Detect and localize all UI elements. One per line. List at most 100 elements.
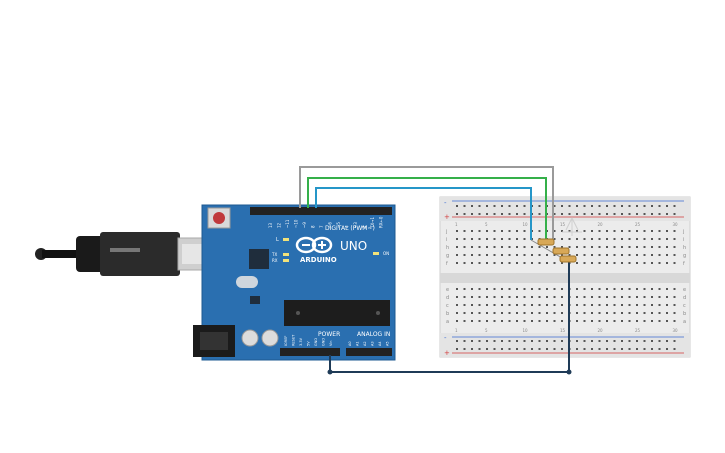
rail-hole[interactable] (478, 213, 481, 215)
hole[interactable] (651, 238, 653, 240)
hole[interactable] (651, 230, 653, 232)
hole[interactable] (456, 320, 458, 322)
hole[interactable] (516, 262, 518, 264)
hole[interactable] (628, 254, 631, 256)
hole[interactable] (546, 296, 548, 298)
hole[interactable] (658, 254, 661, 256)
hole[interactable] (493, 312, 496, 314)
hole[interactable] (576, 288, 578, 290)
hole[interactable] (508, 246, 511, 248)
hole[interactable] (508, 254, 511, 256)
hole[interactable] (501, 246, 503, 248)
hole[interactable] (538, 312, 541, 314)
hole[interactable] (613, 262, 616, 264)
rail-hole[interactable] (651, 348, 653, 350)
hole[interactable] (628, 246, 631, 248)
hole[interactable] (463, 262, 466, 264)
hole[interactable] (658, 288, 661, 290)
rail-hole[interactable] (598, 213, 601, 215)
rail-hole[interactable] (658, 205, 661, 207)
rail-hole[interactable] (463, 340, 466, 342)
rail-hole[interactable] (583, 213, 586, 215)
rail-hole[interactable] (666, 348, 668, 350)
hole[interactable] (651, 288, 653, 290)
rail-hole[interactable] (628, 340, 631, 342)
hole[interactable] (673, 304, 676, 306)
hole[interactable] (666, 304, 668, 306)
hole[interactable] (576, 230, 578, 232)
rail-hole[interactable] (583, 205, 586, 207)
hole[interactable] (561, 246, 563, 248)
hole[interactable] (568, 238, 571, 240)
hole[interactable] (478, 304, 481, 306)
hole[interactable] (673, 288, 676, 290)
hole[interactable] (561, 262, 563, 264)
hole[interactable] (546, 254, 548, 256)
breadboard-holes[interactable] (456, 205, 676, 350)
hole[interactable] (651, 304, 653, 306)
hole[interactable] (658, 246, 661, 248)
hole[interactable] (666, 312, 668, 314)
hole[interactable] (621, 238, 623, 240)
rail-hole[interactable] (598, 205, 601, 207)
hole[interactable] (606, 262, 608, 264)
hole[interactable] (598, 320, 601, 322)
rail-hole[interactable] (493, 348, 496, 350)
rail-hole[interactable] (576, 340, 578, 342)
hole[interactable] (471, 296, 473, 298)
hole[interactable] (553, 262, 556, 264)
rail-hole[interactable] (486, 340, 488, 342)
rail-hole[interactable] (643, 213, 646, 215)
rail-hole[interactable] (553, 340, 556, 342)
hole[interactable] (658, 320, 661, 322)
rail-hole[interactable] (568, 213, 571, 215)
hole[interactable] (523, 296, 526, 298)
hole[interactable] (471, 238, 473, 240)
rail-hole[interactable] (576, 205, 578, 207)
hole[interactable] (651, 246, 653, 248)
rail-hole[interactable] (561, 213, 563, 215)
hole[interactable] (486, 262, 488, 264)
hole[interactable] (673, 262, 676, 264)
hole[interactable] (478, 262, 481, 264)
hole[interactable] (666, 262, 668, 264)
hole[interactable] (456, 254, 458, 256)
hole[interactable] (471, 246, 473, 248)
hole[interactable] (523, 262, 526, 264)
hole[interactable] (531, 254, 533, 256)
hole[interactable] (456, 262, 458, 264)
rail-hole[interactable] (538, 205, 541, 207)
rail-hole[interactable] (471, 205, 473, 207)
hole[interactable] (628, 238, 631, 240)
rail-hole[interactable] (628, 213, 631, 215)
hole[interactable] (463, 296, 466, 298)
rail-hole[interactable] (613, 205, 616, 207)
rail-hole[interactable] (651, 213, 653, 215)
rail-hole[interactable] (598, 348, 601, 350)
hole[interactable] (493, 304, 496, 306)
rail-hole[interactable] (546, 340, 548, 342)
hole[interactable] (516, 246, 518, 248)
hole[interactable] (493, 320, 496, 322)
hole[interactable] (538, 230, 541, 232)
hole[interactable] (613, 312, 616, 314)
hole[interactable] (553, 304, 556, 306)
hole[interactable] (471, 288, 473, 290)
hole[interactable] (598, 262, 601, 264)
hole[interactable] (613, 320, 616, 322)
hole[interactable] (471, 320, 473, 322)
hole[interactable] (561, 254, 563, 256)
rail-hole[interactable] (666, 205, 668, 207)
rail-hole[interactable] (531, 348, 533, 350)
hole[interactable] (553, 288, 556, 290)
hole[interactable] (673, 246, 676, 248)
hole[interactable] (658, 230, 661, 232)
rail-hole[interactable] (561, 348, 563, 350)
hole[interactable] (553, 254, 556, 256)
hole[interactable] (501, 320, 503, 322)
rail-hole[interactable] (666, 213, 668, 215)
hole[interactable] (546, 320, 548, 322)
hole[interactable] (493, 288, 496, 290)
hole[interactable] (643, 238, 646, 240)
